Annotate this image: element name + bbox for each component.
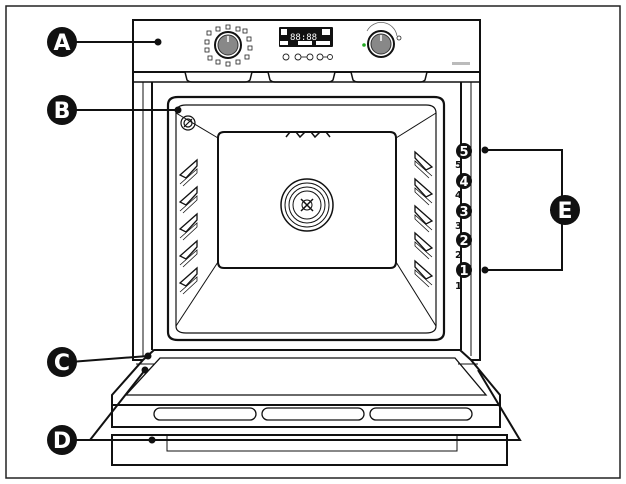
svg-text:E: E bbox=[557, 199, 572, 224]
oven-lamp bbox=[180, 115, 196, 131]
callout-d: D bbox=[47, 425, 77, 455]
callout-c: C bbox=[47, 347, 77, 377]
clock-display: 88:88 bbox=[279, 27, 333, 47]
svg-text:1: 1 bbox=[459, 264, 468, 279]
shelf-label-3: 3 bbox=[455, 221, 462, 232]
shelf-label-1: 1 bbox=[455, 281, 462, 292]
svg-text:5: 5 bbox=[459, 145, 468, 160]
vent-slots bbox=[184, 71, 428, 83]
program-icons bbox=[204, 24, 253, 67]
svg-text:4: 4 bbox=[459, 175, 468, 190]
oven-door[interactable] bbox=[111, 349, 508, 466]
display-digits: 88:88 bbox=[290, 33, 317, 43]
callout-e: E bbox=[550, 195, 580, 225]
brand-logo bbox=[452, 62, 470, 65]
shelf-badge-3: 3 bbox=[456, 203, 472, 220]
svg-text:D: D bbox=[53, 429, 71, 454]
shelf-badge-5: 5 bbox=[456, 143, 472, 160]
temperature-knob[interactable] bbox=[367, 30, 395, 58]
right-shelf-rails bbox=[414, 150, 434, 288]
svg-text:A: A bbox=[53, 31, 70, 56]
shelf-badge-2: 2 bbox=[456, 232, 472, 249]
temperature-scale bbox=[366, 22, 398, 37]
control-panel: 88:88 bbox=[132, 19, 481, 83]
left-shelf-rails bbox=[178, 158, 198, 295]
svg-text:B: B bbox=[54, 99, 71, 124]
shelf-badge-4: 4 bbox=[456, 173, 472, 190]
shelf-badge-1: 1 bbox=[456, 262, 472, 279]
shelf-label-4: 4 bbox=[455, 190, 462, 201]
indicator-light bbox=[362, 43, 366, 47]
oven-cavity bbox=[166, 95, 446, 342]
leader-c bbox=[69, 355, 149, 363]
shelf-label-2: 2 bbox=[455, 250, 462, 261]
shelf-level-markers: 5 5 4 4 3 3 2 2 1 1 bbox=[455, 143, 472, 292]
callout-b: B bbox=[47, 95, 77, 125]
shelf-label-5: 5 bbox=[455, 160, 462, 171]
callout-a: A bbox=[47, 27, 77, 57]
svg-text:C: C bbox=[54, 351, 70, 376]
timer-buttons[interactable] bbox=[282, 53, 333, 61]
function-selector-knob[interactable] bbox=[214, 31, 242, 59]
convection-fan bbox=[280, 178, 334, 232]
svg-text:2: 2 bbox=[459, 234, 468, 249]
svg-text:3: 3 bbox=[459, 205, 468, 220]
